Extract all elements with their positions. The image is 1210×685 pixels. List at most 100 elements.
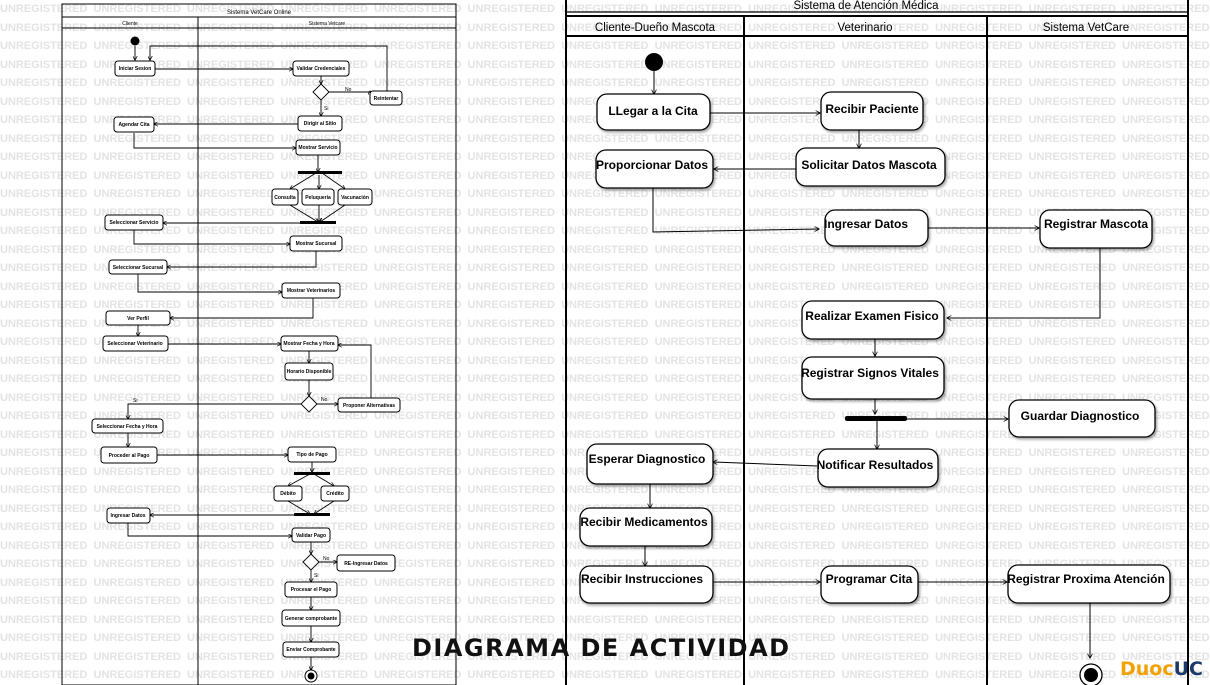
node-enviar-comprobante: Enviar Comprobante <box>282 641 340 658</box>
svg-text:Mostrar Sucursal: Mostrar Sucursal <box>296 241 337 247</box>
svg-text:Reintentar: Reintentar <box>374 96 399 102</box>
svg-text:Agendar Cita: Agendar Cita <box>118 122 149 128</box>
duoc-uc-logo: DuocUC <box>1120 658 1203 680</box>
right-diagram: Sistema de Atención Médica Cliente-Dueño… <box>565 0 1189 685</box>
node-signos-vitales: Registrar Signos Vitales <box>801 356 945 400</box>
right-fork-bar <box>845 416 907 421</box>
guard-no-1: No <box>345 87 352 93</box>
svg-text:Proponer Alternativas: Proponer Alternativas <box>343 403 395 409</box>
node-horario-disponible: Horario Disponible <box>284 362 334 381</box>
svg-text:Recibir Medicamentos: Recibir Medicamentos <box>580 515 708 529</box>
svg-text:Registrar Mascota: Registrar Mascota <box>1044 217 1148 231</box>
node-seleccionar-fecha-hora: Seleccionar Fecha y Hora <box>91 418 164 434</box>
node-mostrar-sucursal: Mostrar Sucursal <box>289 235 343 252</box>
svg-text:Mostrar Servicio: Mostrar Servicio <box>298 145 337 151</box>
guard-si-3: Si <box>314 573 318 579</box>
right-final-node <box>1079 663 1103 685</box>
node-programar-cita: Programar Cita <box>820 565 919 604</box>
node-ver-perfil: Ver Perfil <box>105 310 171 326</box>
right-swimlane-frame <box>565 0 1189 685</box>
node-proceder-pago: Proceder al Pago <box>100 446 158 464</box>
node-mostrar-fecha-hora: Mostrar Fecha y Hora <box>280 335 339 352</box>
right-initial-node <box>645 53 663 71</box>
svg-text:Seleccionar Fecha y Hora: Seleccionar Fecha y Hora <box>97 424 158 430</box>
left-final-node <box>304 669 318 683</box>
node-seleccionar-veterinario: Seleccionar Veterinario <box>102 335 169 352</box>
node-llegar-cita: LLegar a la Cita <box>596 93 711 131</box>
svg-text:Recibir Paciente: Recibir Paciente <box>825 102 919 116</box>
left-decision-nodes <box>300 83 330 571</box>
right-lane-cliente: Cliente-Dueño Mascota <box>595 22 716 34</box>
node-seleccionar-servicio: Seleccionar Servicio <box>104 214 164 231</box>
node-consulta: Consulta <box>271 188 299 206</box>
svg-text:Proporcionar Datos: Proporcionar Datos <box>596 158 708 172</box>
node-proporcionar-datos: Proporcionar Datos <box>595 149 714 189</box>
svg-text:Procesar el Pago: Procesar el Pago <box>291 587 332 593</box>
left-diagram: Sistema VetCare Online Cliente Sistema V… <box>61 3 457 685</box>
right-lane-veterinario: Veterinario <box>838 22 893 34</box>
guard-si-2: Si <box>133 398 137 404</box>
svg-text:Proceder al Pago: Proceder al Pago <box>109 453 150 459</box>
node-vacunacion: Vacunación <box>337 188 373 206</box>
svg-text:Registrar Proxima Atención: Registrar Proxima Atención <box>1007 572 1165 586</box>
node-ingresar-datos-pago: Ingresar Datos <box>106 507 151 524</box>
left-diagram-title: Sistema VetCare Online <box>227 10 292 16</box>
svg-text:Seleccionar Sucursal: Seleccionar Sucursal <box>113 265 164 271</box>
node-notificar-resultados: Notificar Resultados <box>817 448 939 488</box>
svg-text:Notificar Resultados: Notificar Resultados <box>817 458 934 472</box>
node-mostrar-veterinarios: Mostrar Veterinarios <box>281 282 341 299</box>
svg-text:Realizar Examen Fisico: Realizar Examen Fisico <box>805 309 938 323</box>
node-dirigir-sitio: Dirigir al Sitio <box>297 115 343 132</box>
node-debito: Débito <box>273 485 303 502</box>
node-esperar-diagnostico: Esperar Diagnostico <box>586 443 714 485</box>
svg-text:RE-Ingresar Datos: RE-Ingresar Datos <box>344 561 388 567</box>
node-credito: Crédito <box>320 485 350 502</box>
node-reintentar: Reintentar <box>369 90 403 106</box>
node-ingresar-datos: Ingresar Datos <box>824 209 929 247</box>
node-guardar-diagnostico: Guardar Diagnostico <box>1008 399 1156 438</box>
svg-text:Vacunación: Vacunación <box>341 195 369 201</box>
svg-text:Dirigir al Sitio: Dirigir al Sitio <box>304 121 337 127</box>
svg-text:Ingresar Datos: Ingresar Datos <box>110 513 145 519</box>
svg-text:Consulta: Consulta <box>274 195 296 201</box>
svg-text:Recibir Instrucciones: Recibir Instrucciones <box>581 572 703 586</box>
node-recibir-paciente: Recibir Paciente <box>820 91 924 131</box>
node-recibir-medicamentos: Recibir Medicamentos <box>579 507 713 547</box>
svg-text:Programar Cita: Programar Cita <box>826 572 913 586</box>
svg-text:Ingresar Datos: Ingresar Datos <box>824 217 908 231</box>
node-iniciar-sesion: Iniciar Sesion <box>114 60 156 77</box>
svg-text:Solicitar Datos Mascota: Solicitar Datos Mascota <box>801 158 937 172</box>
node-validar-pago: Validar Pago <box>291 527 331 543</box>
svg-text:LLegar a la Cita: LLegar a la Cita <box>608 104 698 118</box>
node-registrar-proxima: Registrar Proxima Atención <box>1007 564 1171 604</box>
svg-text:Seleccionar Servicio: Seleccionar Servicio <box>110 220 159 226</box>
svg-text:Esperar Diagnostico: Esperar Diagnostico <box>589 452 706 466</box>
svg-text:Crédito: Crédito <box>326 491 344 497</box>
svg-text:Enviar Comprobante: Enviar Comprobante <box>286 647 335 653</box>
guard-no-2: No <box>321 397 328 403</box>
right-diagram-title: Sistema de Atención Médica <box>793 0 939 12</box>
node-procesar-pago: Procesar el Pago <box>284 581 338 598</box>
svg-text:Débito: Débito <box>280 491 296 497</box>
svg-text:Horario Disponible: Horario Disponible <box>287 369 332 375</box>
node-seleccionar-sucursal: Seleccionar Sucursal <box>108 259 168 275</box>
svg-text:Generar comprobante: Generar comprobante <box>285 616 337 622</box>
node-proponer-alternativas: Proponer Alternativas <box>337 397 401 413</box>
node-examen-fisico: Realizar Examen Fisico <box>801 300 945 340</box>
svg-text:Validar Credenciales: Validar Credenciales <box>297 66 346 72</box>
left-lane-cliente: Cliente <box>122 21 138 27</box>
svg-text:Peluqueria: Peluqueria <box>305 195 331 201</box>
node-generar-comprobante: Generar comprobante <box>281 609 341 627</box>
svg-text:Mostrar Veterinarios: Mostrar Veterinarios <box>287 288 336 294</box>
node-mostrar-servicio: Mostrar Servicio <box>295 139 341 156</box>
guard-si-1: Si <box>324 106 328 112</box>
right-edges <box>645 71 1101 658</box>
node-tipo-pago: Tipo de Pago <box>287 446 337 463</box>
left-edges <box>128 45 388 670</box>
svg-text:Registrar Signos Vitales: Registrar Signos Vitales <box>801 366 939 380</box>
svg-text:Ver Perfil: Ver Perfil <box>127 316 149 322</box>
left-lane-sistema: Sistema Vetcare <box>309 21 346 27</box>
node-solicitar-datos: Solicitar Datos Mascota <box>795 147 946 187</box>
node-reingresar-datos: RE-Ingresar Datos <box>336 554 396 572</box>
